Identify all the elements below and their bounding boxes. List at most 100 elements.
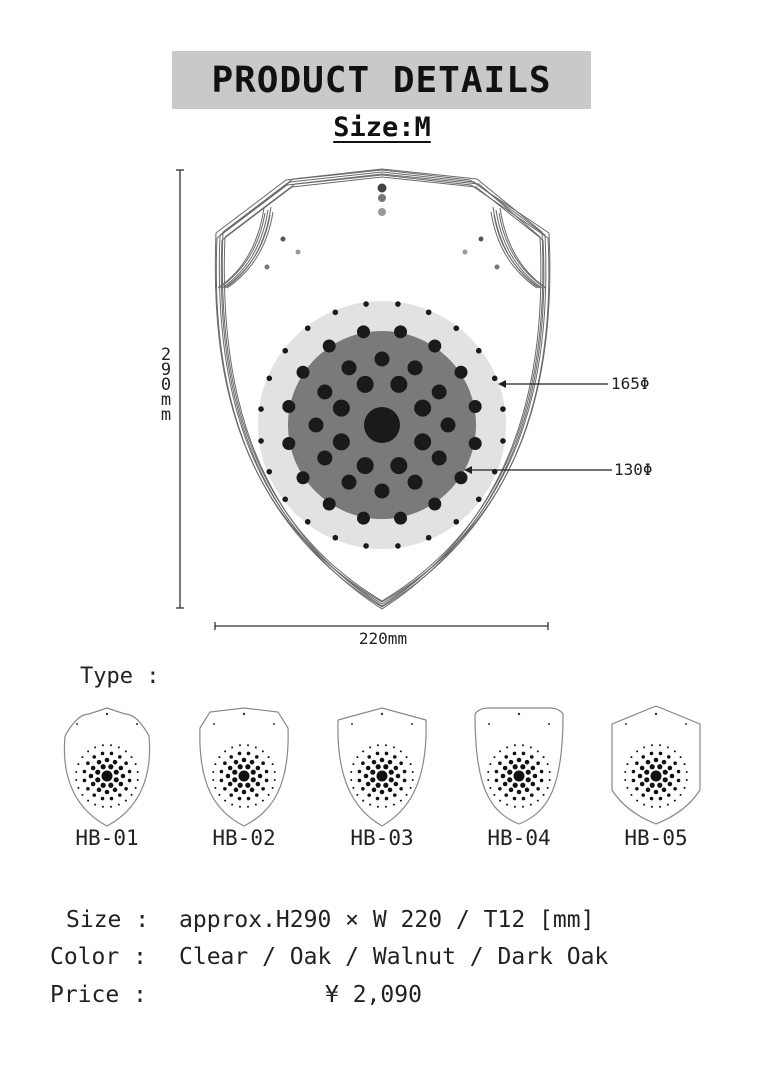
- pattern-dot: [304, 325, 311, 332]
- thumb-dot: [499, 799, 502, 802]
- thumb-dot: [666, 793, 671, 797]
- type-name-hb-03: HB-03: [350, 826, 414, 850]
- shield-stroke: [214, 169, 551, 603]
- thumb-dot: [673, 786, 677, 791]
- thumb-dot: [87, 799, 90, 802]
- thumb-dot: [100, 796, 105, 801]
- thumb-dot: [502, 765, 508, 771]
- pattern-dot: [428, 339, 442, 353]
- thumb-dot: [644, 777, 650, 783]
- thumb-dot: [367, 793, 372, 797]
- thumb-dot: [384, 751, 389, 756]
- thumb-dot: [261, 799, 264, 802]
- thumb-dot: [536, 750, 539, 753]
- thumb-dot: [237, 764, 243, 770]
- type-label: Type :: [80, 664, 160, 689]
- thumb-dot: [90, 765, 96, 771]
- pattern-dot: [394, 511, 408, 525]
- thumb-dot: [513, 744, 516, 747]
- outer-diameter-label: 165Φ: [611, 374, 650, 393]
- thumb-dot: [411, 779, 414, 782]
- thumb-dot: [380, 712, 384, 716]
- thumb-dot: [218, 793, 221, 796]
- thumb-dot: [384, 796, 389, 801]
- thumb-dot: [356, 793, 359, 796]
- pattern-dot: [390, 457, 408, 475]
- thumb-dot: [520, 782, 526, 788]
- thumb-dot: [529, 755, 534, 759]
- thumb-dot: [532, 773, 538, 779]
- spec-size-key: Size :: [66, 907, 150, 933]
- thumb-dot: [499, 750, 502, 753]
- thumb-dot: [626, 763, 629, 766]
- thumb-dot: [498, 786, 502, 791]
- thumb-dot: [104, 757, 110, 763]
- thumb-dot: [350, 770, 353, 773]
- thumb-dot: [237, 782, 243, 788]
- thumb-dot: [105, 712, 109, 716]
- thumb-dot: [542, 793, 545, 796]
- pattern-dot: [454, 365, 468, 379]
- thumb-dot: [524, 759, 530, 765]
- thumb-dot: [375, 751, 380, 756]
- pattern-dot: [356, 511, 370, 525]
- thumb-dot: [110, 744, 113, 747]
- thumb-dot: [650, 744, 653, 747]
- pattern-dot: [468, 437, 482, 451]
- thumb-dot: [676, 778, 681, 783]
- thumb-outline: [63, 707, 151, 827]
- shield-stroke: [498, 212, 546, 289]
- thumb-dot: [685, 723, 687, 725]
- thumb-hb-03: [337, 707, 427, 827]
- thumb-dot: [238, 744, 241, 747]
- pattern-dot: [356, 325, 370, 339]
- thumb-dot: [254, 746, 257, 749]
- thumb-dot: [77, 763, 80, 766]
- thumb-dot: [86, 761, 90, 766]
- pattern-dot: [282, 399, 296, 413]
- page-title: PRODUCT DETAILS: [172, 51, 591, 109]
- thumb-dot: [639, 765, 645, 771]
- thumb-dot: [548, 723, 550, 725]
- thumb-dot: [673, 799, 676, 802]
- thumb-dot: [127, 769, 132, 774]
- thumb-dot: [233, 759, 239, 765]
- thumb-dot: [101, 744, 104, 747]
- thumb-dot: [136, 723, 138, 725]
- pattern-dot: [407, 360, 423, 376]
- thumb-dot: [365, 765, 371, 771]
- pattern-dot: [356, 457, 374, 475]
- thumb-dot: [352, 763, 355, 766]
- thumb-dot: [267, 793, 270, 796]
- thumb-dot: [512, 796, 517, 801]
- thumb-dot: [673, 750, 676, 753]
- thumb-dot: [130, 756, 133, 759]
- decor-dot: [378, 208, 386, 216]
- thumb-dot: [683, 763, 686, 766]
- thumb-dot: [242, 712, 246, 716]
- pattern-dot: [282, 437, 296, 451]
- thumb-dot: [218, 756, 221, 759]
- pattern-dot: [440, 417, 456, 433]
- thumb-dot: [650, 805, 653, 808]
- thumb-dot: [667, 765, 673, 771]
- thumb-dot: [232, 777, 238, 783]
- pattern-dot: [394, 325, 408, 339]
- thumb-outline: [337, 707, 427, 827]
- thumb-dot: [241, 789, 247, 795]
- pattern-dot: [356, 375, 374, 393]
- pattern-dot: [491, 375, 498, 382]
- thumb-dot: [363, 773, 369, 779]
- thumb-dot: [513, 805, 516, 808]
- thumb-dot: [82, 769, 87, 774]
- thumb-dot: [649, 764, 655, 770]
- thumb-dot: [113, 777, 119, 783]
- product-diagram: [176, 168, 612, 630]
- thumb-dot: [489, 763, 492, 766]
- thumb-dot: [213, 723, 215, 725]
- thumb-dot: [100, 764, 106, 770]
- thumb-dot: [649, 796, 654, 801]
- spec-size-value: approx.H290 × W 220 / T12 [mm]: [179, 907, 595, 933]
- thumb-dot: [255, 765, 261, 771]
- thumb-dot: [212, 770, 215, 773]
